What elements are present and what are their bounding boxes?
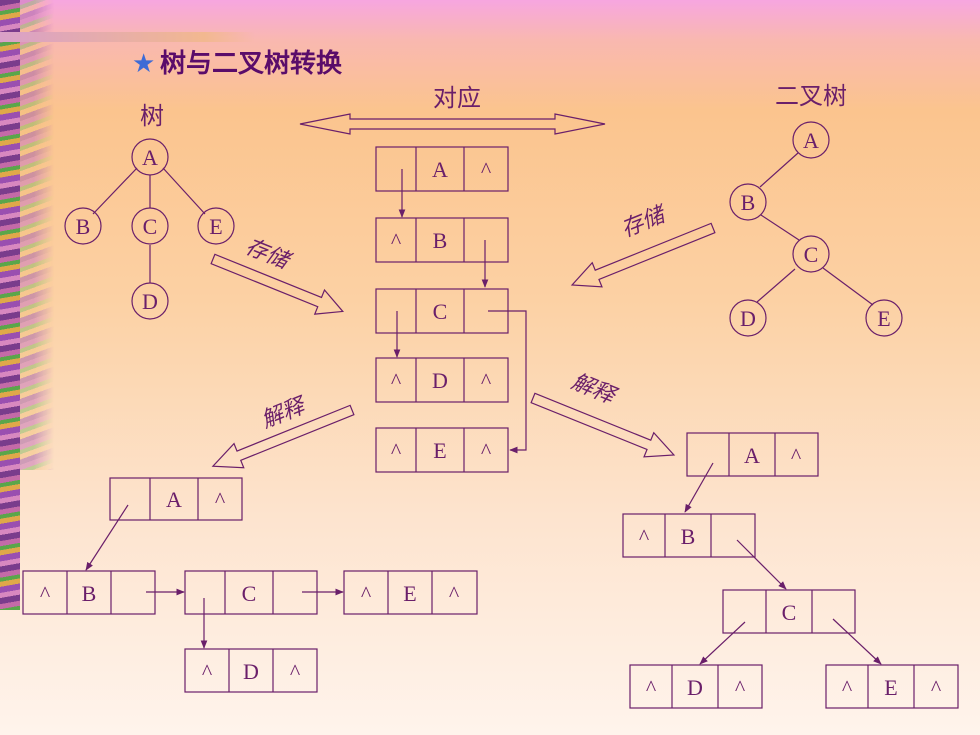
explain-arrow-right (530, 392, 676, 458)
record-left-field: ^ (391, 438, 402, 463)
binary-tree-node-a-label: A (803, 128, 819, 153)
binary-tree-edge (822, 267, 874, 306)
record-data-field: E (433, 438, 446, 463)
tree-node-b-label: B (76, 214, 91, 239)
record-data-field: B (433, 228, 448, 253)
record-right-field: ^ (791, 443, 802, 468)
binary-tree-edge (756, 268, 796, 303)
explain-label-right: 解释 (568, 368, 621, 409)
tree-node-e (197, 207, 235, 245)
right-record-b: ^ B (622, 513, 756, 558)
left-record-b: ^ B (22, 570, 156, 615)
record-data-field: D (243, 659, 259, 684)
tree-node-c-label: C (143, 214, 158, 239)
tree-node-c (131, 207, 169, 245)
binary-tree-node-d (729, 299, 767, 337)
tree-node-b (64, 207, 102, 245)
right-record-c: C (722, 589, 856, 634)
record-data-field: D (432, 368, 448, 393)
right-record-e: ^ E ^ (825, 664, 959, 709)
pointer-c-to-e (488, 310, 527, 454)
binary-tree-node-e-label: E (877, 306, 890, 331)
pointer-right-c-to-d (699, 621, 746, 665)
left-record-c: C (184, 570, 318, 615)
record-left-field: ^ (361, 581, 372, 606)
store-arrow-left (210, 253, 345, 315)
record-data-field: C (242, 581, 257, 606)
binary-tree-node-c-label: C (804, 242, 819, 267)
record-left-field: ^ (646, 675, 657, 700)
record-right-field: ^ (215, 487, 226, 512)
tree-node-d (131, 282, 169, 320)
binary-tree: A B C D E (729, 121, 903, 337)
tree-node-a-label: A (142, 145, 158, 170)
record-right-field: ^ (735, 675, 746, 700)
explain-arrow-left (211, 404, 355, 469)
record-left-field: ^ (202, 659, 213, 684)
left-record-e: ^ E ^ (343, 570, 478, 615)
record-right-field: ^ (481, 157, 492, 182)
record-right-field: ^ (290, 659, 301, 684)
record-data-field: A (432, 157, 448, 182)
store-label-right: 存储 (618, 200, 672, 241)
tree-node-d-label: D (142, 289, 158, 314)
binary-tree-node-c (792, 235, 830, 273)
binary-tree-node-b-label: B (741, 190, 756, 215)
record-data-field: A (744, 443, 760, 468)
record-data-field: C (782, 600, 797, 625)
record-data-field: B (82, 581, 97, 606)
binary-tree-edge (759, 152, 799, 188)
record-left-field: ^ (40, 581, 51, 606)
tree-node-a (131, 138, 169, 176)
record-right-field: ^ (931, 675, 942, 700)
correspond-double-arrow (299, 113, 606, 135)
binary-tree-edge (760, 214, 800, 241)
binary-tree-node-a (792, 121, 830, 159)
record-left-field: ^ (842, 675, 853, 700)
record-left-field: ^ (391, 368, 402, 393)
record-data-field: A (166, 487, 182, 512)
tree-node-e-label: E (209, 214, 222, 239)
record-right-field: ^ (481, 368, 492, 393)
pointer-right-c-to-e (832, 618, 882, 665)
store-arrow-right (570, 222, 716, 288)
binary-tree-node-b (729, 183, 767, 221)
page-title: 树与二叉树转换 (160, 49, 343, 78)
right-record-a: A ^ (686, 432, 819, 477)
left-record-a: A ^ (109, 477, 243, 521)
binary-tree-node-e (865, 299, 903, 337)
decorative-strip (0, 0, 20, 610)
pointer-right-b-to-c (736, 539, 787, 590)
record-data-field: E (884, 675, 897, 700)
record-left-field: ^ (391, 228, 402, 253)
decorative-strip-fade (20, 0, 54, 470)
record-data-field: E (403, 581, 416, 606)
general-tree: A B C E D (64, 138, 235, 320)
record-data-field: C (433, 299, 448, 324)
pointer-right-a-to-b (684, 462, 714, 513)
tree-label: 树 (140, 103, 164, 130)
tree-edge (92, 167, 138, 215)
record-right-field: ^ (449, 581, 460, 606)
title-accent-bar (0, 32, 255, 42)
right-record-d: ^ D ^ (629, 664, 763, 709)
title-star-icon: ★ (132, 49, 155, 78)
center-record-a: A ^ (375, 146, 509, 192)
record-data-field: B (681, 524, 696, 549)
tree-edge (162, 167, 206, 215)
center-record-b: ^ B (375, 217, 509, 263)
correspond-label: 对应 (433, 85, 481, 112)
pointer-left-a-to-b (85, 504, 129, 571)
center-record-e: ^ E ^ (375, 427, 509, 473)
explain-label-left: 解释 (258, 392, 311, 433)
left-record-d: ^ D ^ (184, 648, 318, 693)
record-left-field: ^ (639, 524, 650, 549)
center-record-d: ^ D ^ (375, 357, 509, 403)
record-right-field: ^ (481, 438, 492, 463)
record-data-field: D (687, 675, 703, 700)
binary-tree-node-d-label: D (740, 306, 756, 331)
binary-tree-label: 二叉树 (775, 83, 847, 110)
